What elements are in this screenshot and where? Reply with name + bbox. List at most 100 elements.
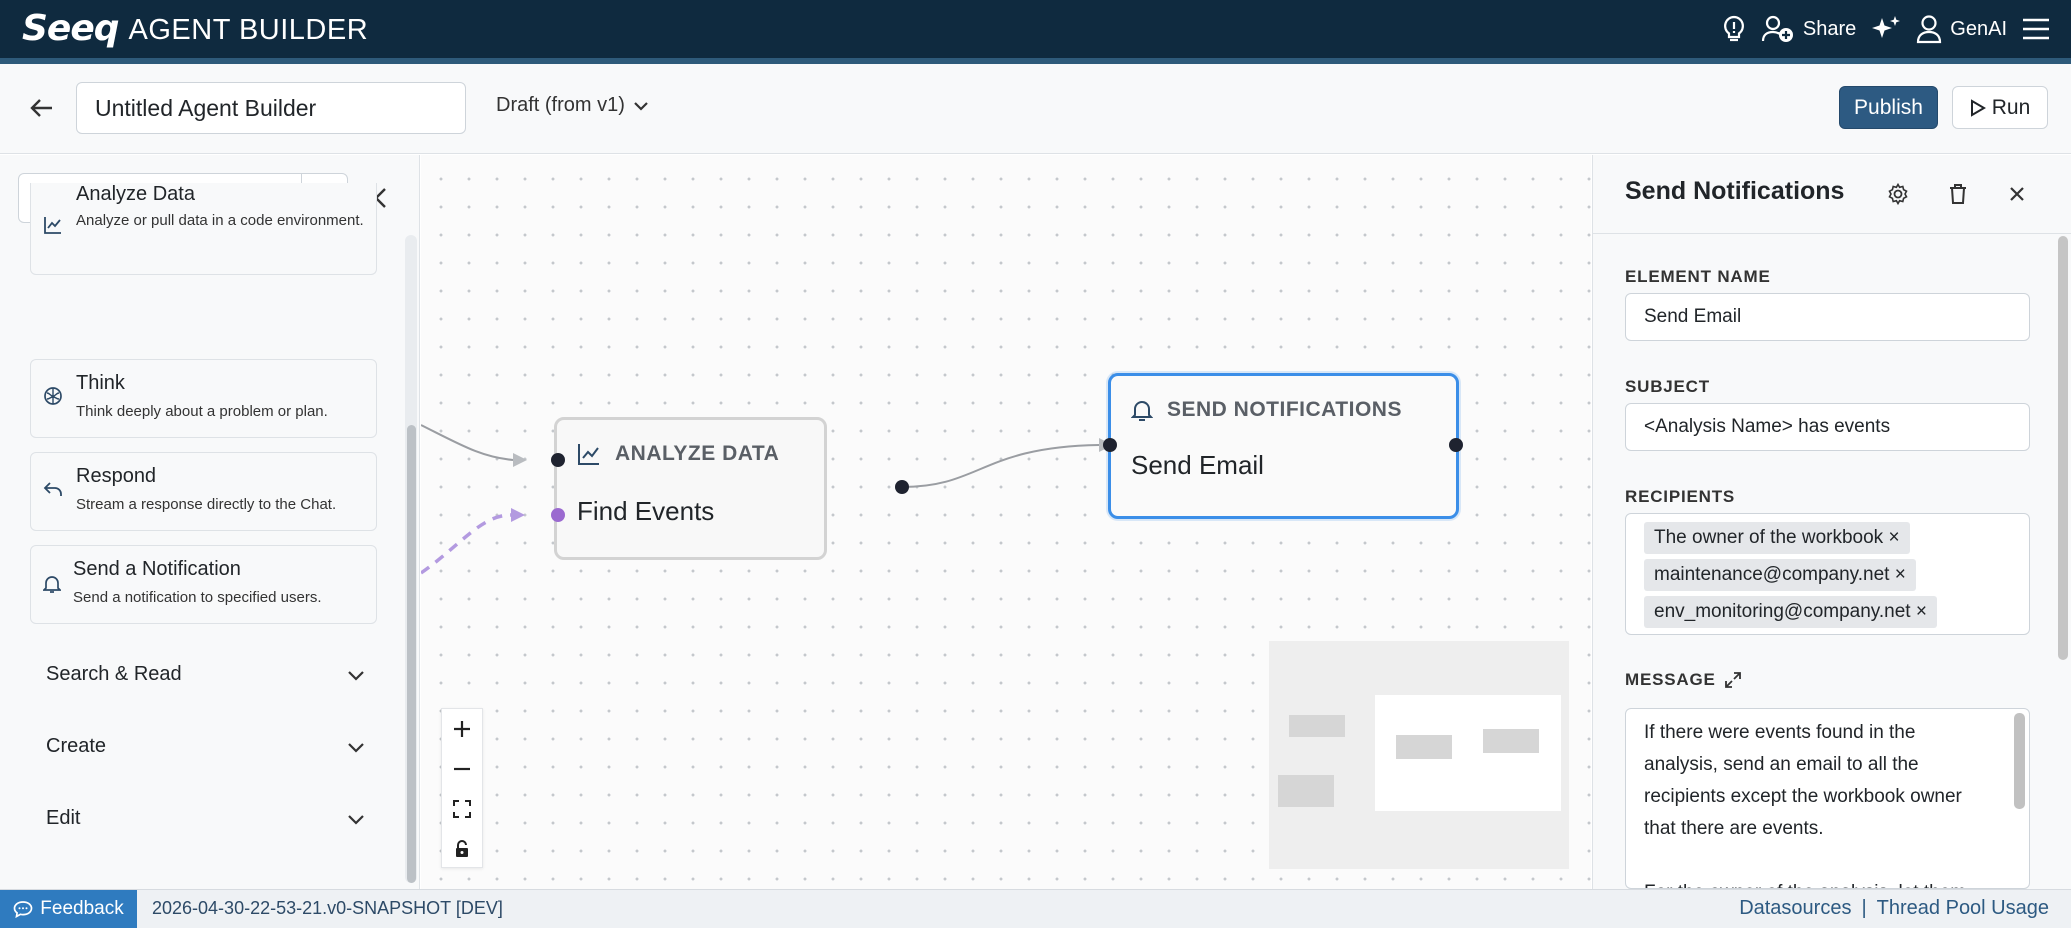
output-handle[interactable]	[895, 480, 909, 494]
share-button[interactable]: Share	[1761, 14, 1856, 44]
workflow-canvas[interactable]: ANALYZE DATA Find Events SEND NOTIFICATI…	[421, 155, 1591, 889]
flow-node-type: ANALYZE DATA	[615, 442, 780, 465]
expand-icon[interactable]	[1724, 671, 1742, 689]
flow-node-name: Send Email	[1131, 450, 1264, 480]
condition-input-handle[interactable]	[551, 508, 565, 522]
message-label-row: MESSAGE	[1625, 670, 1742, 690]
element-name-input[interactable]	[1625, 293, 2030, 341]
brain-icon	[43, 386, 63, 411]
subject-input[interactable]	[1625, 403, 2030, 451]
user-label: GenAI	[1950, 17, 2007, 40]
editor-toolbar: Draft (from v1) Publish Run	[0, 64, 2071, 154]
footer-separator: |	[1861, 897, 1867, 919]
minimap-node	[1483, 729, 1539, 753]
version-dropdown[interactable]: Draft (from v1)	[496, 94, 649, 117]
subject-label: SUBJECT	[1625, 377, 1710, 396]
input-handle[interactable]	[1103, 438, 1117, 452]
message-textarea[interactable]: If there were events found in the analys…	[1625, 708, 2030, 889]
category-search-read[interactable]: Search & Read	[46, 663, 366, 686]
publish-button[interactable]: Publish	[1839, 86, 1938, 129]
back-arrow-icon[interactable]	[28, 94, 56, 122]
gear-icon[interactable]	[1885, 181, 1911, 207]
bell-icon	[41, 574, 63, 599]
hamburger-menu-icon[interactable]	[2021, 16, 2051, 42]
play-icon	[1970, 98, 1986, 117]
app-logo[interactable]: Seeq AGENT BUILDER	[22, 8, 368, 49]
user-menu[interactable]: GenAI	[1916, 14, 2007, 44]
category-create[interactable]: Create	[46, 735, 366, 758]
node-item-respond[interactable]: Respond Stream a response directly to th…	[30, 452, 377, 531]
category-label: Create	[46, 735, 107, 757]
sparkles-icon[interactable]	[1870, 14, 1902, 44]
message-text: If there were events found in the analys…	[1644, 722, 1966, 888]
node-item-think[interactable]: Think Think deeply about a problem or pl…	[30, 359, 377, 438]
properties-scrollbar[interactable]	[2058, 236, 2068, 660]
user-icon	[1917, 15, 1942, 44]
node-library-scrollbar[interactable]	[407, 425, 416, 883]
node-item-description: Stream a response directly to the Chat.	[76, 496, 337, 513]
input-handle[interactable]	[551, 453, 565, 467]
minimap-node	[1278, 775, 1334, 807]
recipient-chip[interactable]: The owner of the workbook ×	[1644, 522, 1910, 554]
status-footer: Feedback 2026-04-30-22-53-21.v0-SNAPSHOT…	[0, 889, 2071, 928]
trash-icon[interactable]	[1945, 181, 1971, 207]
share-label: Share	[1802, 17, 1857, 40]
node-item-send-notification[interactable]: Send a Notification Send a notification …	[30, 545, 377, 624]
edge-incoming	[421, 424, 514, 461]
top-navbar: Seeq AGENT BUILDER Share GenAI	[0, 0, 2071, 58]
chevron-down-icon	[348, 814, 364, 825]
panel-divider	[1593, 233, 2071, 234]
zoom-out-icon[interactable]	[442, 749, 482, 789]
node-item-description: Think deeply about a problem or plan.	[76, 403, 328, 420]
chart-line-icon	[43, 215, 63, 240]
bell-icon	[1131, 401, 1153, 421]
message-label: MESSAGE	[1625, 670, 1716, 689]
minimap-node	[1289, 715, 1345, 737]
minimap-view	[1278, 695, 1561, 811]
chart-line-icon	[578, 444, 599, 465]
zoom-in-icon[interactable]	[442, 709, 482, 749]
properties-panel: Send Notifications ELEMENT NAME SUBJECT …	[1592, 155, 2071, 889]
datasources-link[interactable]: Datasources	[1739, 897, 1852, 919]
canvas-minimap[interactable]	[1269, 641, 1569, 869]
add-user-icon	[1761, 15, 1793, 42]
flow-node-send-notifications[interactable]: SEND NOTIFICATIONS Send Email	[1108, 373, 1459, 519]
navbar-accent-stripe	[0, 58, 2071, 64]
edge-layer	[421, 424, 1113, 575]
lock-icon[interactable]	[442, 829, 482, 869]
feedback-label: Feedback	[40, 898, 124, 919]
edge-analyze-to-notify	[901, 444, 1100, 488]
thread-pool-usage-link[interactable]: Thread Pool Usage	[1876, 897, 2049, 919]
close-icon[interactable]	[2004, 181, 2030, 207]
element-name-label: ELEMENT NAME	[1625, 267, 1771, 286]
recipients-input[interactable]: The owner of the workbook × maintenance@…	[1625, 513, 2030, 635]
category-label: Search & Read	[46, 663, 182, 685]
message-scrollbar[interactable]	[2014, 713, 2025, 809]
edge-conditional	[421, 513, 512, 575]
lightbulb-icon[interactable]	[1721, 14, 1747, 44]
fit-view-icon[interactable]	[442, 789, 482, 829]
flow-node-type: SEND NOTIFICATIONS	[1167, 398, 1402, 421]
node-item-analyze-data[interactable]: Analyze Data Analyze or pull data in a c…	[30, 183, 377, 275]
flow-node-header: ANALYZE DATA	[577, 442, 779, 466]
flow-node-analyze-data[interactable]: ANALYZE DATA Find Events	[554, 417, 827, 560]
logo-mark: Seeq	[22, 8, 120, 49]
feedback-button[interactable]: Feedback	[0, 890, 137, 928]
recipient-chip[interactable]: env_monitoring@company.net ×	[1644, 596, 1937, 628]
version-label: Draft (from v1)	[496, 94, 625, 116]
panel-title: Send Notifications	[1625, 177, 1845, 205]
output-handle[interactable]	[1449, 438, 1463, 452]
version-string: 2026-04-30-22-53-21.v0-SNAPSHOT [DEV]	[152, 898, 503, 918]
reply-arrow-icon	[43, 479, 63, 504]
edge-arrowhead	[513, 453, 527, 467]
agent-title-input[interactable]	[76, 82, 466, 134]
recipient-chip[interactable]: maintenance@company.net ×	[1644, 559, 1916, 591]
node-item-title: Send a Notification	[73, 558, 241, 580]
app-name: AGENT BUILDER	[128, 14, 369, 46]
run-button[interactable]: Run	[1952, 86, 2048, 129]
node-item-title: Think	[76, 372, 125, 394]
zoom-controls	[441, 708, 483, 868]
minimap-node	[1396, 735, 1452, 759]
chevron-down-icon	[348, 670, 364, 681]
category-edit[interactable]: Edit	[46, 807, 366, 830]
